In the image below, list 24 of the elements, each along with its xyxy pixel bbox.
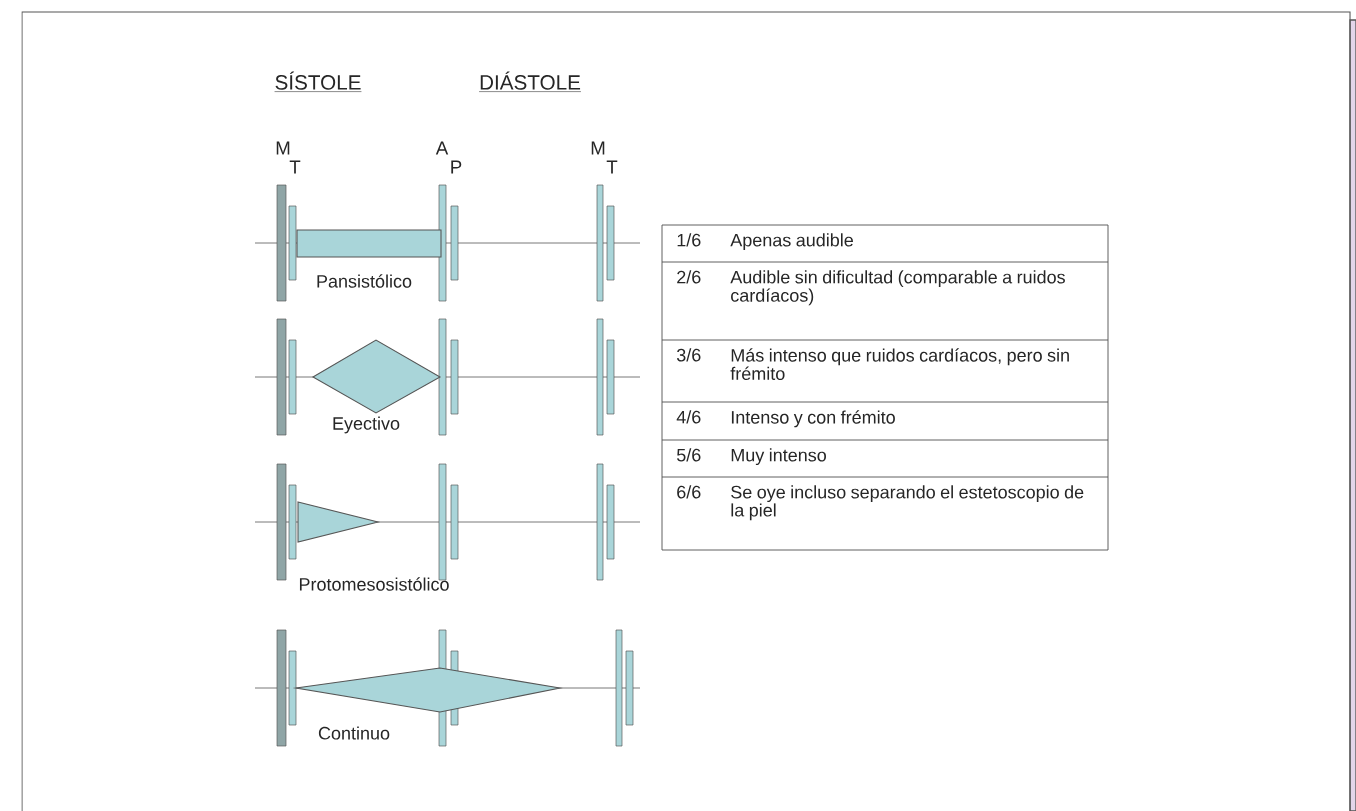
- murmur-label: Eyectivo: [333, 416, 400, 434]
- table-cell: 3/6: [676, 348, 701, 362]
- table-cell: 4/6: [676, 410, 701, 424]
- murmur-label: Protomesosistólico: [299, 577, 449, 591]
- heading: SÍSTOLE: [274, 71, 362, 92]
- axis-label: A: [435, 141, 449, 155]
- table-cell: Más intenso que ruidos cardíacos, pero sin frémito: [730, 348, 1069, 380]
- axis-label: T: [289, 160, 301, 174]
- murmur-label: Pansistólico: [317, 274, 412, 288]
- murmur-label: Continuo: [318, 726, 390, 740]
- table-cell: Se oye incluso separando el estetoscopio de la piel: [731, 485, 1084, 521]
- heading: DIÁSTOLE: [478, 71, 582, 92]
- table-cell: 1/6: [677, 233, 701, 247]
- table-cell: 6/6: [677, 485, 701, 499]
- table-cell: 5/6: [677, 448, 701, 462]
- axis-label: M: [276, 141, 290, 155]
- table-cell: 2/6: [677, 270, 701, 284]
- axis-label: P: [451, 160, 462, 174]
- table-cell: Muy intenso: [731, 448, 826, 466]
- table-cell: Audible sin dificultad (comparable a ruidos cardíacos): [730, 270, 1065, 306]
- axis-label: T: [606, 160, 618, 174]
- axis-label: M: [591, 141, 605, 155]
- table-cell: Apenas audible: [730, 233, 853, 251]
- table-cell: Intenso y con frémito: [731, 410, 895, 428]
